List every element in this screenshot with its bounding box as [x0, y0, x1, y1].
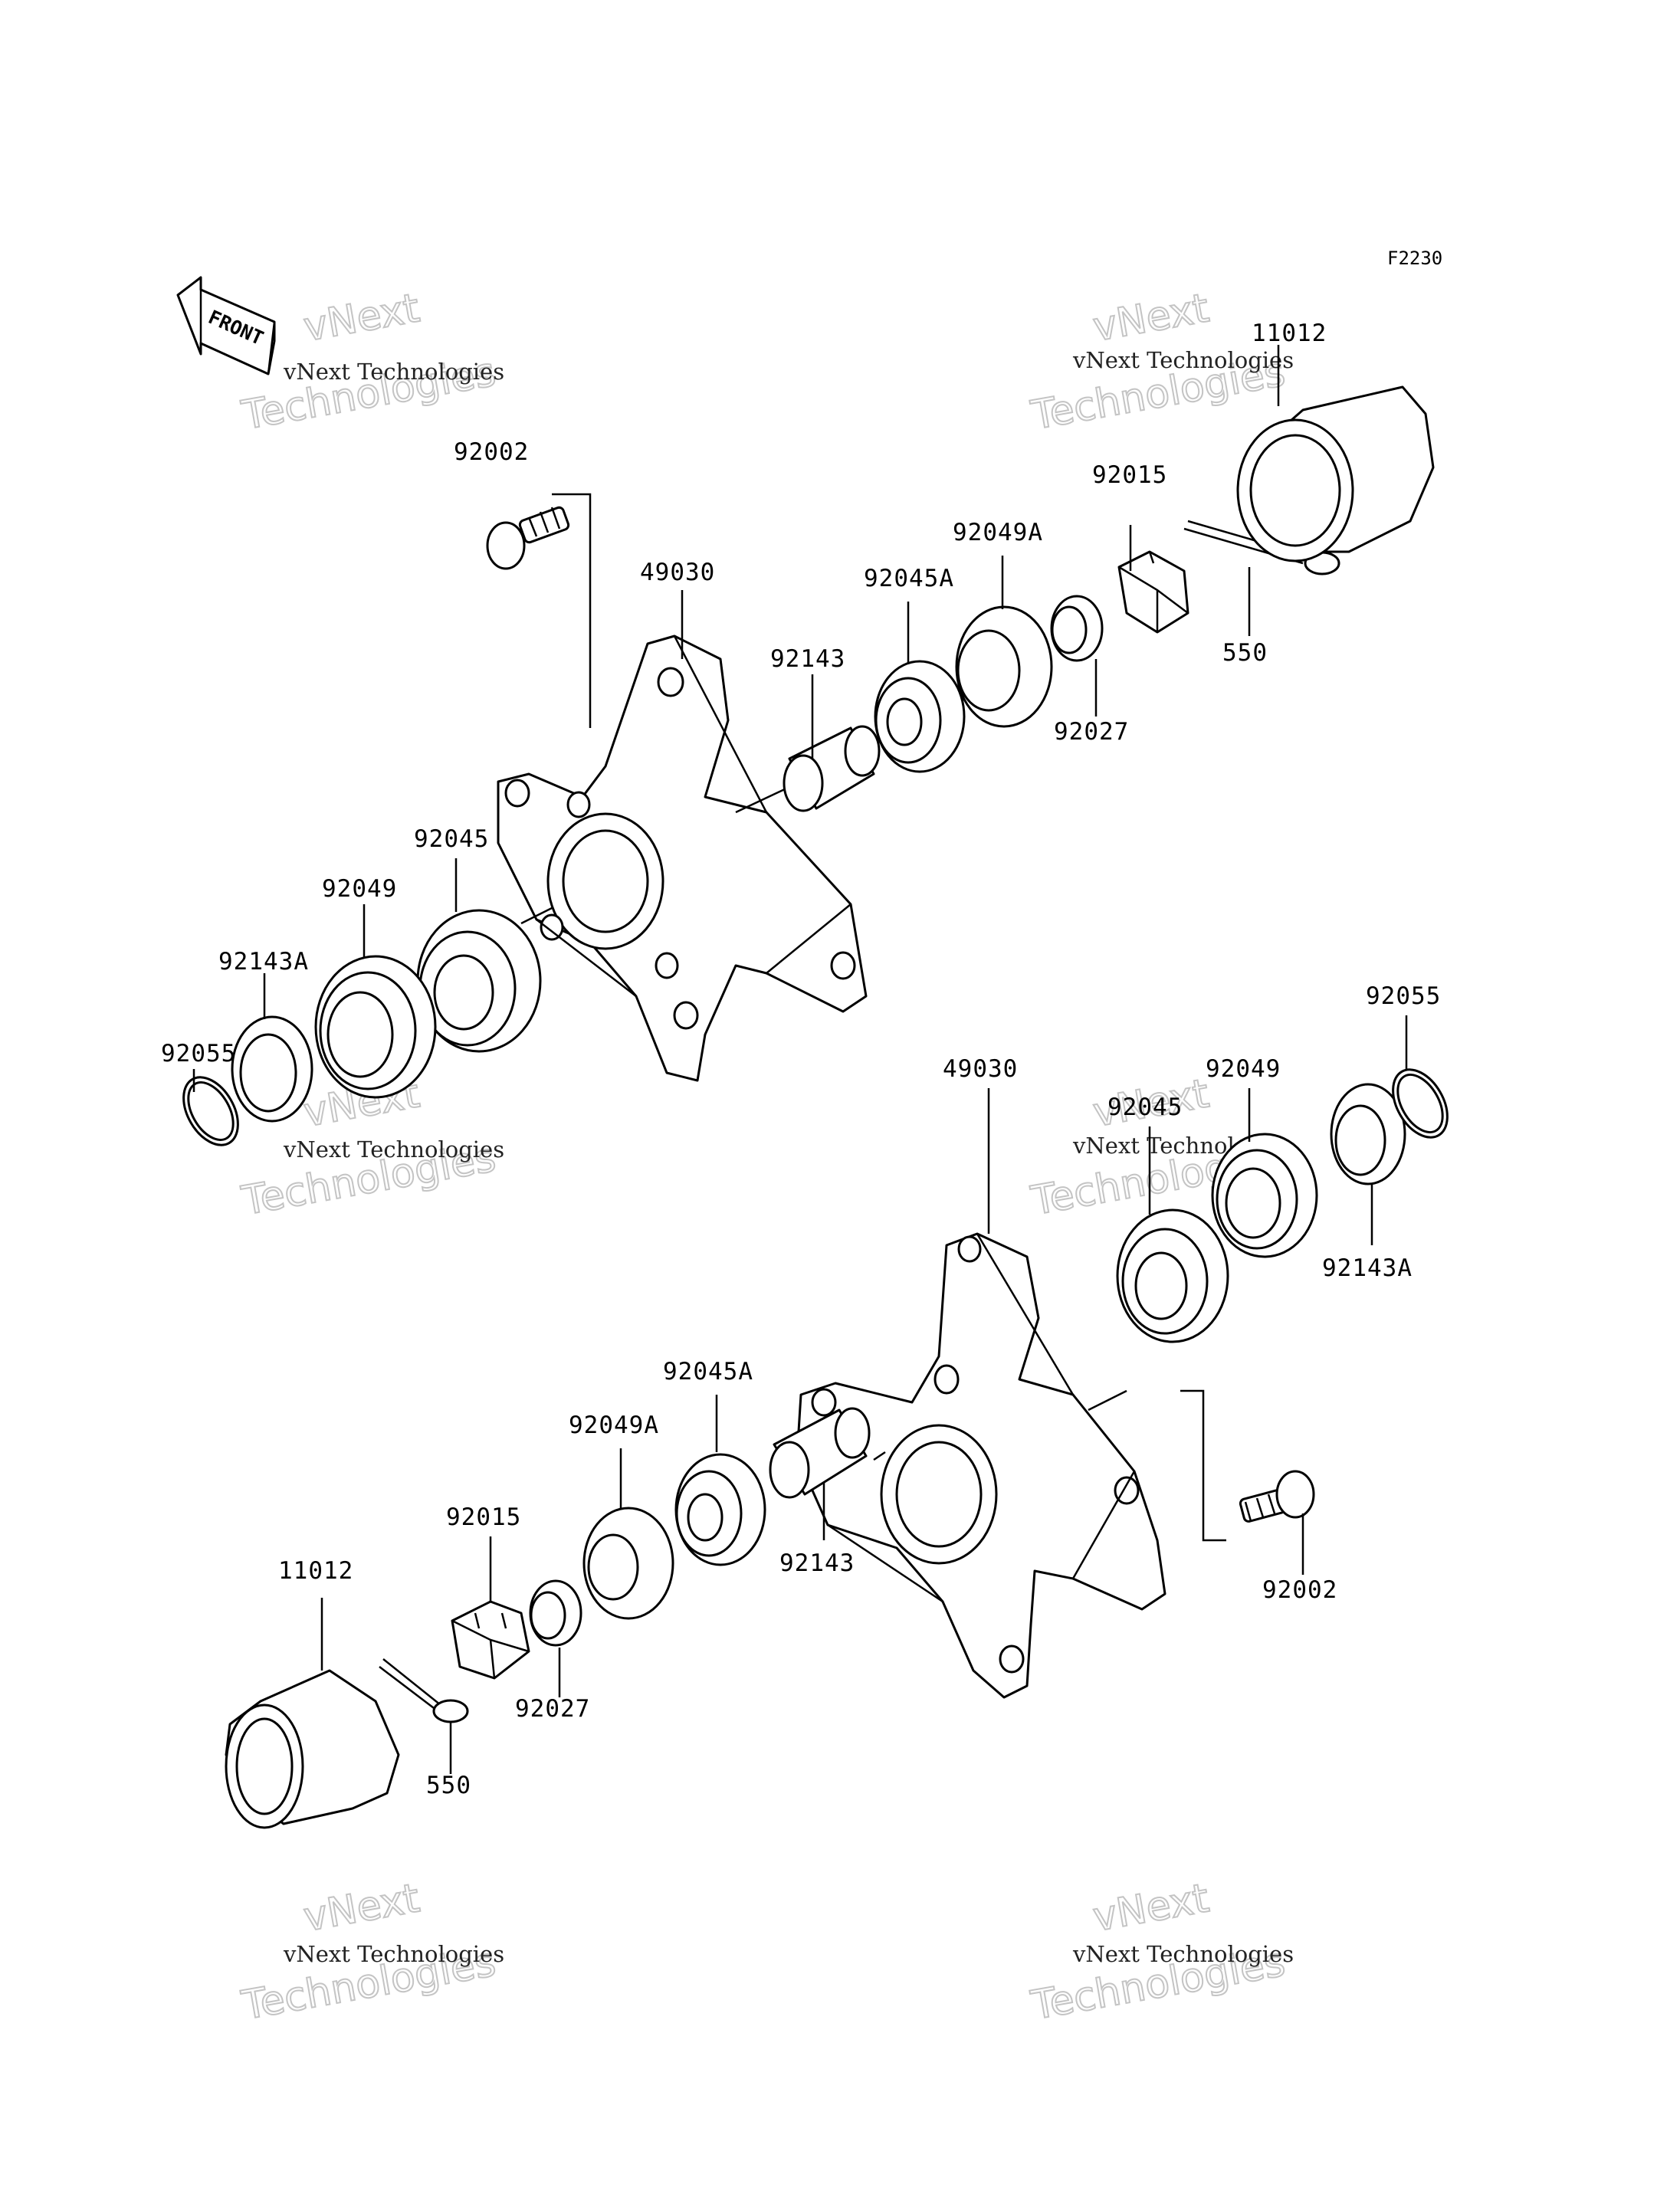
leader-92002-upper: [552, 493, 592, 728]
svg-text:vNext: vNext: [300, 1875, 423, 1940]
part-92027-collar-lower: [529, 1579, 582, 1647]
axle-line-lower-right: [1088, 1389, 1127, 1412]
part-92045-bearing-lower: [1116, 1208, 1229, 1343]
part-92002-stud-lower: [1239, 1470, 1315, 1523]
part-49030-hub-lower: [796, 1232, 1166, 1699]
part-92027-collar-upper: [1050, 595, 1104, 662]
part-92049-seal-upper: [314, 955, 437, 1099]
label-92002-lower: 92002: [1262, 1576, 1337, 1604]
label-92015-lower: 92015: [446, 1503, 521, 1531]
watermark-top-left: vNext Technologies vNext Technologies: [238, 284, 504, 440]
svg-text:vNext: vNext: [300, 285, 423, 350]
part-92015-nut-lower: [451, 1600, 530, 1680]
upper-leader-lines: [192, 345, 1280, 1092]
label-92045-lower: 92045: [1107, 1094, 1183, 1121]
label-92055-lower: 92055: [1366, 982, 1441, 1010]
front-direction-arrow-icon: FRONT: [176, 276, 276, 375]
label-92143-lower: 92143: [779, 1549, 855, 1577]
label-49030-upper: 49030: [640, 559, 715, 586]
svg-text:vNext Technologies: vNext Technologies: [283, 1941, 504, 1967]
svg-text:vNext Technologies: vNext Technologies: [1072, 347, 1294, 373]
svg-text:vNext Technologies: vNext Technologies: [283, 1136, 504, 1162]
svg-text:vNext Technologies: vNext Technologies: [283, 359, 504, 385]
svg-text:vNext: vNext: [1090, 1875, 1212, 1940]
label-11012-upper: 11012: [1252, 320, 1327, 347]
axle-line-lower-left: [873, 1451, 886, 1461]
label-92045-upper: 92045: [414, 825, 489, 853]
part-11012-cap-upper: [1236, 385, 1435, 562]
label-92049-lower: 92049: [1206, 1055, 1281, 1083]
label-92143A-upper: 92143A: [218, 948, 309, 976]
part-92045-bearing-upper: [416, 909, 542, 1053]
label-49030-lower: 49030: [943, 1055, 1018, 1083]
svg-text:vNext Technologies: vNext Technologies: [1072, 1941, 1294, 1967]
label-92027-lower: 92027: [515, 1695, 590, 1723]
label-92027-upper: 92027: [1054, 718, 1129, 746]
label-92015-upper: 92015: [1092, 461, 1167, 489]
part-92055-oring-upper: [182, 1076, 239, 1146]
watermark-top-right: vNext Technologies vNext Technologies: [1027, 284, 1294, 440]
label-550-upper: 550: [1222, 639, 1268, 667]
part-550-cotter-pin-lower: [379, 1658, 469, 1723]
lower-leader-lines: [320, 1015, 1408, 1774]
label-92045A-lower: 92045A: [663, 1358, 753, 1385]
part-92049-seal-lower: [1211, 1133, 1318, 1258]
part-92049A-seal-upper: [955, 605, 1053, 728]
svg-text:vNext: vNext: [1090, 285, 1212, 350]
part-92015-nut-upper: [1117, 550, 1189, 634]
label-92049-upper: 92049: [322, 875, 397, 903]
label-550-lower: 550: [426, 1772, 471, 1799]
part-92143A-collar-upper: [231, 1015, 313, 1123]
part-92045A-bearing-lower: [674, 1453, 766, 1566]
axle-line-upper-left: [520, 907, 553, 925]
label-92055-upper: 92055: [161, 1040, 236, 1067]
label-92049A-lower: 92049A: [569, 1412, 659, 1439]
part-92143A-collar-lower: [1330, 1083, 1406, 1185]
watermark-bottom-right: vNext Technologies vNext Technologies: [1027, 1874, 1294, 2030]
part-92049A-seal-lower: [582, 1507, 674, 1620]
label-11012-lower: 11012: [278, 1557, 353, 1585]
part-92002-stud-upper: [486, 506, 570, 570]
part-49030-hub-upper: [497, 635, 868, 1082]
figure-code: F2230: [1387, 248, 1442, 269]
part-92045A-bearing-upper: [874, 660, 966, 773]
label-92045A-upper: 92045A: [864, 565, 954, 592]
label-92143-upper: 92143: [770, 645, 845, 673]
part-11012-cap-lower: [225, 1669, 400, 1829]
part-92143-spacer-upper: [783, 725, 881, 812]
part-92143-spacer-lower: [769, 1407, 871, 1499]
leader-92002-lower: [1180, 1389, 1226, 1542]
watermark-bottom-left: vNext Technologies vNext Technologies: [238, 1874, 504, 2030]
label-92049A-upper: 92049A: [953, 519, 1043, 546]
label-92143A-lower: 92143A: [1322, 1254, 1413, 1282]
label-92002-upper: 92002: [454, 438, 529, 466]
part-92055-oring-lower: [1392, 1068, 1449, 1139]
